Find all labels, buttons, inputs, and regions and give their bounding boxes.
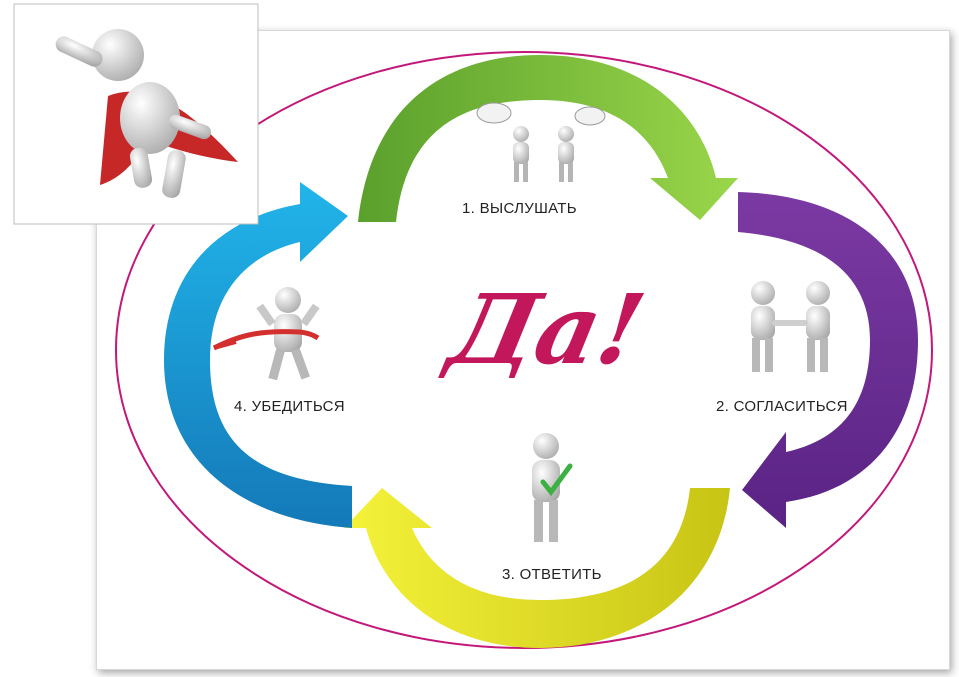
step-1-label: 1. ВЫСЛУШАТЬ <box>462 200 577 217</box>
arrow-step-1 <box>358 55 738 222</box>
arrow-step-4 <box>164 182 352 528</box>
arrow-step-3 <box>344 488 730 648</box>
outer-ellipse <box>115 51 933 649</box>
finish-line-figure-icon <box>212 287 320 381</box>
checkmark-figure-icon <box>532 433 573 542</box>
step-4-label: 4. УБЕДИТЬСЯ <box>234 398 345 415</box>
arrow-step-2 <box>738 192 918 528</box>
talking-figures-icon <box>476 102 606 182</box>
step-2-label: 2. СОГЛАСИТЬСЯ <box>716 398 848 415</box>
step-3-label: 3. ОТВЕТИТЬ <box>502 566 602 583</box>
center-yes-word: Да! <box>440 273 654 386</box>
handshake-figures-icon <box>751 281 830 372</box>
superhero-figure-icon <box>13 3 259 225</box>
